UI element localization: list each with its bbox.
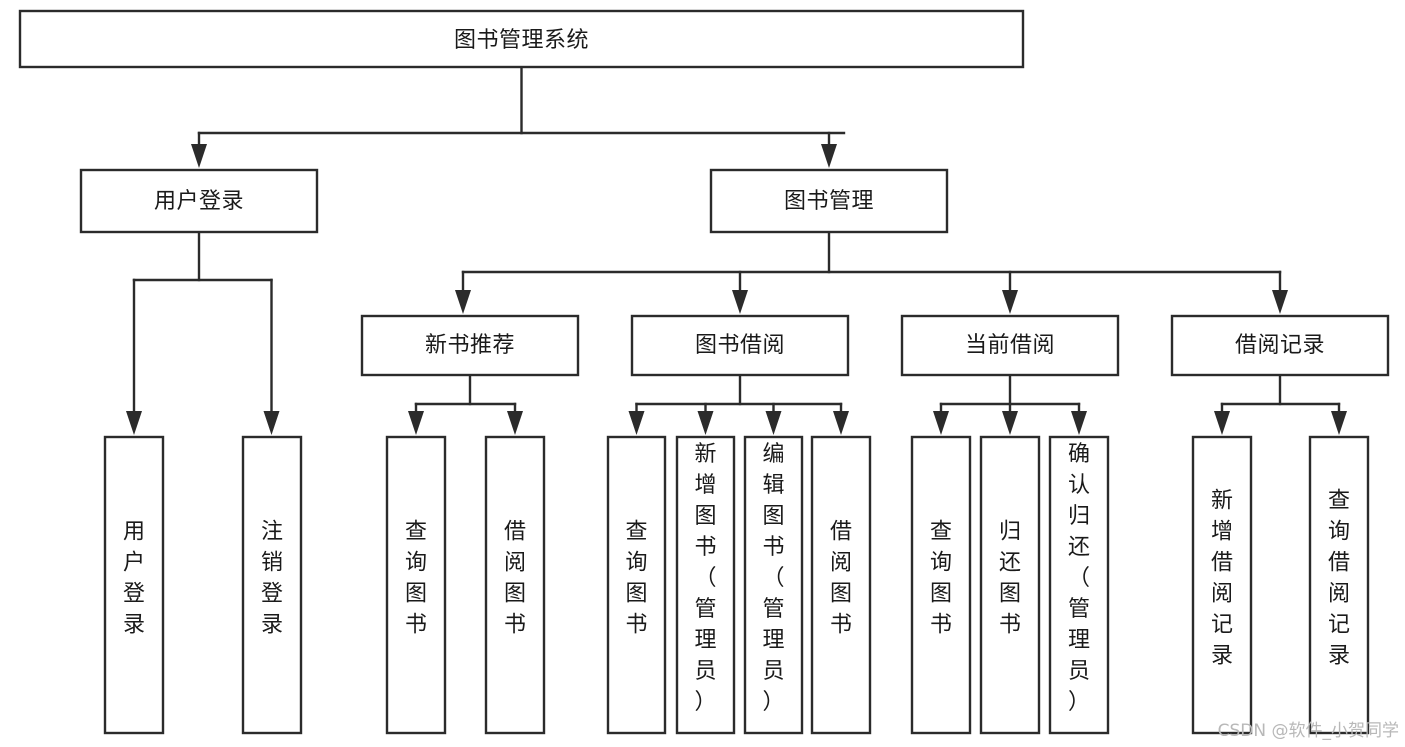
arrow-head-leaf-query-book-3 <box>933 411 949 435</box>
node-leaf-logout[interactable]: 注销登录 <box>241 435 303 735</box>
node-leaf-borrow-book-1[interactable]: 借阅图书 <box>484 435 546 735</box>
node-leaf-query-book-2-label: 查询图书 <box>625 520 647 638</box>
node-user-login-box[interactable] <box>79 168 319 234</box>
node-leaf-confirm-return-box[interactable] <box>1048 435 1110 735</box>
node-book-borrow-label: 图书借阅 <box>695 333 785 358</box>
edge-currentborrow-to-leaves <box>933 373 1087 435</box>
node-borrow-record-label: 借阅记录 <box>1235 333 1325 358</box>
arrow-head-book-manage <box>821 144 837 168</box>
node-leaf-query-book-3-label: 查询图书 <box>930 520 952 638</box>
edge-bookborrow-to-leaves <box>628 373 849 435</box>
node-new-book-rec-box[interactable] <box>360 314 580 377</box>
node-leaf-confirm-return[interactable]: 确认归还（管理员） <box>1048 435 1110 735</box>
node-root-box[interactable] <box>18 9 1025 69</box>
node-leaf-add-record[interactable]: 新增借阅记录 <box>1191 435 1253 735</box>
node-leaf-query-record[interactable]: 查询借阅记录 <box>1308 435 1370 735</box>
node-leaf-query-book-2[interactable]: 查询图书 <box>606 435 667 735</box>
node-leaf-borrow-book-1-label: 借阅图书 <box>504 520 526 638</box>
node-root[interactable]: 图书管理系统 <box>18 9 1025 69</box>
node-leaf-borrow-book-2-box[interactable] <box>810 435 872 735</box>
arrow-head-leaf-query-book-2 <box>628 411 645 435</box>
arrow-head-leaf-borrow-book-2 <box>833 411 849 435</box>
node-leaf-query-book-1[interactable]: 查询图书 <box>385 435 447 735</box>
arrow-head-leaf-add-record <box>1214 411 1230 435</box>
node-book-borrow[interactable]: 图书借阅 <box>630 314 850 377</box>
arrow-head-leaf-user-login <box>126 411 142 435</box>
node-leaf-edit-book-label: 编辑图书（管理员） <box>762 442 784 715</box>
node-leaf-query-book-1-label: 查询图书 <box>405 520 427 638</box>
node-current-borrow-box[interactable] <box>900 314 1120 377</box>
arrow-head-leaf-add-book <box>697 411 714 435</box>
node-new-book-rec-label: 新书推荐 <box>425 333 515 358</box>
node-leaf-edit-book-box[interactable] <box>743 435 804 735</box>
node-leaf-user-login-box[interactable] <box>103 435 165 735</box>
edge-root-to-level2 <box>191 65 846 168</box>
node-leaf-query-record-label: 查询借阅记录 <box>1328 489 1350 669</box>
edge-bookmanage-to-level3 <box>455 230 1288 314</box>
csdn-watermark: CSDN @软件_小贺同学 <box>1217 721 1399 741</box>
arrow-head-borrow-record <box>1272 290 1288 314</box>
node-current-borrow-label: 当前借阅 <box>965 333 1055 358</box>
node-leaf-query-book-2-box[interactable] <box>606 435 667 735</box>
edge-userlogin-to-leaves <box>126 230 280 435</box>
node-leaf-add-book-box[interactable] <box>675 435 736 735</box>
node-borrow-record-box[interactable] <box>1170 314 1390 377</box>
node-leaf-user-login[interactable]: 用户登录 <box>103 435 165 735</box>
arrow-head-leaf-query-book-1 <box>408 411 424 435</box>
arrow-head-current-borrow <box>1002 290 1018 314</box>
node-leaf-return-book-label: 归还图书 <box>999 520 1021 638</box>
node-leaf-add-book[interactable]: 新增图书（管理员） <box>675 435 736 735</box>
node-leaf-query-book-3-box[interactable] <box>910 435 972 735</box>
node-root-label: 图书管理系统 <box>454 28 589 53</box>
arrow-head-new-book-rec <box>455 290 471 314</box>
edge-newbookrec-to-leaves <box>408 373 523 435</box>
node-book-manage[interactable]: 图书管理 <box>709 168 949 234</box>
node-current-borrow[interactable]: 当前借阅 <box>900 314 1120 377</box>
node-leaf-borrow-book-2[interactable]: 借阅图书 <box>810 435 872 735</box>
node-book-manage-box[interactable] <box>709 168 949 234</box>
node-leaf-query-book-3[interactable]: 查询图书 <box>910 435 972 735</box>
node-leaf-add-record-box[interactable] <box>1191 435 1253 735</box>
node-leaf-confirm-return-label: 确认归还（管理员） <box>1068 442 1090 715</box>
node-leaf-borrow-book-2-label: 借阅图书 <box>830 520 852 638</box>
node-user-login-label: 用户登录 <box>154 189 244 214</box>
node-user-login[interactable]: 用户登录 <box>79 168 319 234</box>
arrow-head-leaf-query-record <box>1331 411 1347 435</box>
node-new-book-rec[interactable]: 新书推荐 <box>360 314 580 377</box>
node-leaf-borrow-book-1-box[interactable] <box>484 435 546 735</box>
arrow-head-user-login <box>191 144 207 168</box>
arrow-head-leaf-logout <box>263 411 280 435</box>
arrow-head-leaf-edit-book <box>765 411 782 435</box>
node-leaf-return-book[interactable]: 归还图书 <box>979 435 1041 735</box>
node-leaf-user-login-label: 用户登录 <box>123 520 145 638</box>
arrow-head-leaf-borrow-book-1 <box>507 411 523 435</box>
node-leaf-return-book-box[interactable] <box>979 435 1041 735</box>
node-leaf-add-book-label: 新增图书（管理员） <box>694 442 716 715</box>
node-leaf-add-record-label: 新增借阅记录 <box>1211 489 1233 669</box>
node-leaf-edit-book[interactable]: 编辑图书（管理员） <box>743 435 804 735</box>
node-leaf-logout-label: 注销登录 <box>261 520 283 638</box>
node-book-borrow-box[interactable] <box>630 314 850 377</box>
edge-borrowrecord-to-leaves <box>1214 373 1347 435</box>
node-book-manage-label: 图书管理 <box>784 189 874 214</box>
node-leaf-logout-box[interactable] <box>241 435 303 735</box>
arrow-head-leaf-return-book <box>1002 411 1018 435</box>
node-borrow-record[interactable]: 借阅记录 <box>1170 314 1390 377</box>
node-leaf-query-book-1-box[interactable] <box>385 435 447 735</box>
arrow-head-leaf-confirm-return <box>1071 411 1087 435</box>
node-leaf-query-record-box[interactable] <box>1308 435 1370 735</box>
arrow-head-book-borrow <box>732 290 748 314</box>
